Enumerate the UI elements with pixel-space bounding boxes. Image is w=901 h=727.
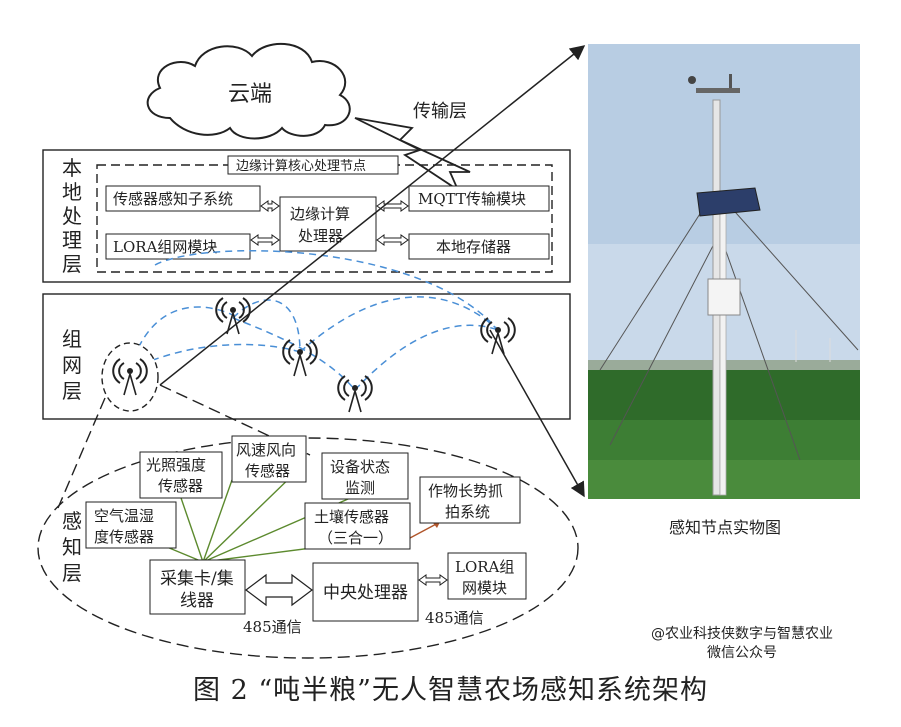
svg-text:传感器: 传感器 <box>158 477 203 495</box>
svg-text:网模块: 网模块 <box>462 579 507 597</box>
sensing-node-highlight <box>101 342 159 412</box>
svg-text:网: 网 <box>62 353 82 377</box>
transport-label: 传输层 <box>413 101 467 122</box>
photo-pointer-bottom <box>489 329 585 498</box>
local-arrows <box>250 200 409 246</box>
svg-text:理: 理 <box>62 228 82 252</box>
cloud-label: 云端 <box>228 82 272 107</box>
comm-485-label-b: 485通信 <box>425 609 484 627</box>
svg-text:度传感器: 度传感器 <box>94 528 154 546</box>
soil-sensor-box: 土壤传感器 <box>314 508 389 526</box>
cpu-lora-arrow <box>418 574 448 586</box>
network-node-icon <box>337 375 373 413</box>
sensing-layer-ellipse <box>37 437 579 659</box>
edge-node-title: 边缘计算核心处理节点 <box>236 159 366 174</box>
svg-text:传感器: 传感器 <box>245 462 290 480</box>
svg-text:（三合一）: （三合一） <box>318 529 393 547</box>
cpu-box: 中央处理器 <box>323 583 408 603</box>
collector-cpu-arrow <box>245 573 313 607</box>
lora-bottom-box: LORA组 <box>455 558 514 576</box>
figure-caption: 图 2 “吨半粮”无人智慧农场感知系统架构 <box>193 675 708 706</box>
svg-text:监测: 监测 <box>345 479 375 497</box>
svg-text:本: 本 <box>62 156 82 180</box>
transport-lightning <box>354 117 471 193</box>
local-storage-box: 本地存储器 <box>436 238 511 256</box>
air-temp-sensor-box: 空气温湿 <box>94 507 154 525</box>
sensing-layer-label: 感 知 层 <box>62 509 82 585</box>
device-status-box: 设备状态 <box>330 458 390 476</box>
watermark: @农业科技侠数字与智慧农业 微信公众号 <box>612 625 872 663</box>
cloud-shape <box>146 43 351 140</box>
mqtt-box: MQTT传输模块 <box>418 190 526 208</box>
network-node-icon <box>480 317 516 355</box>
svg-text:地: 地 <box>62 180 82 204</box>
photo-caption: 感知节点实物图 <box>668 518 781 537</box>
comm-485-label-a: 485通信 <box>243 618 302 636</box>
light-sensor-box: 光照强度 <box>146 456 206 474</box>
watermark-line1: @农业科技侠数字与智慧农业 <box>651 626 833 642</box>
edge-processor-line2: 处理器 <box>298 227 343 245</box>
svg-text:线器: 线器 <box>180 591 214 611</box>
svg-text:层: 层 <box>62 379 82 403</box>
svg-text:拍系统: 拍系统 <box>445 503 490 521</box>
network-node-icon <box>215 297 251 335</box>
svg-text:处: 处 <box>62 204 82 228</box>
svg-text:组: 组 <box>62 327 82 351</box>
sensor-subsystem-box: 传感器感知子系统 <box>113 190 233 208</box>
wind-sensor-box: 风速风向 <box>236 441 296 459</box>
svg-text:层: 层 <box>62 561 82 585</box>
local-layer-label: 本 地 处 理 层 <box>62 156 82 276</box>
svg-text:感: 感 <box>62 509 82 533</box>
network-layer-box <box>42 293 571 420</box>
svg-text:层: 层 <box>62 252 82 276</box>
watermark-line2: 微信公众号 <box>707 645 777 661</box>
sensing-node-photo <box>588 44 860 499</box>
crop-capture-box: 作物长势抓 <box>428 482 503 500</box>
network-layer-label: 组 网 层 <box>62 327 82 403</box>
photo-pointer-top <box>159 45 586 386</box>
collector-box: 采集卡/集 <box>160 569 234 589</box>
svg-text:知: 知 <box>62 535 82 559</box>
local-layer-box <box>42 149 571 283</box>
edge-processor-line1: 边缘计算 <box>290 205 350 223</box>
lora-top-box: LORA组网模块 <box>113 238 217 256</box>
